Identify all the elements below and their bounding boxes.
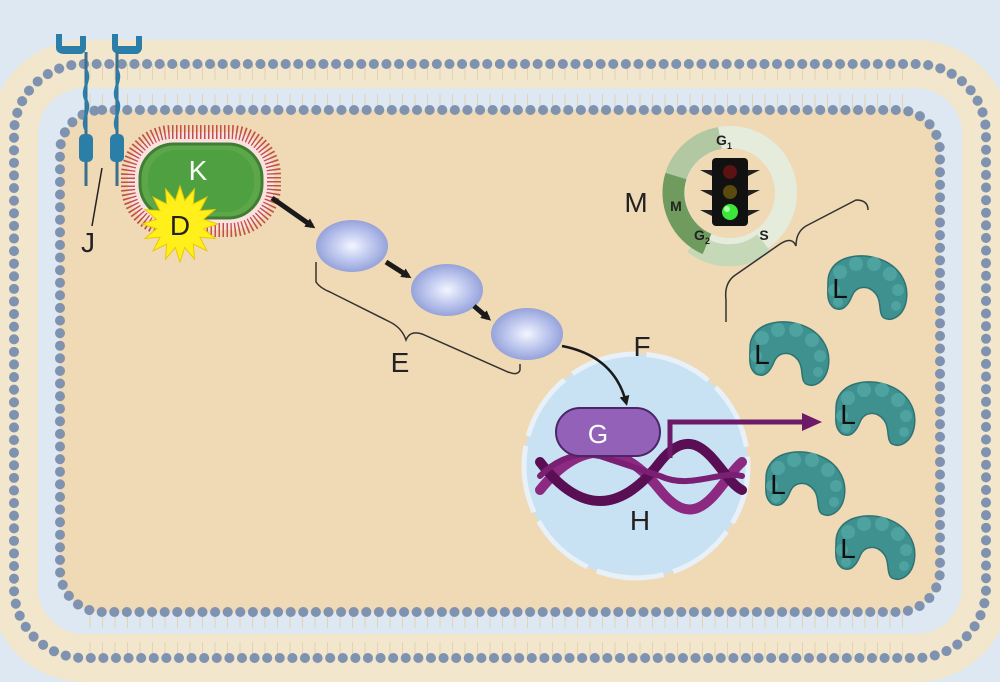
starburst-icon (140, 184, 220, 264)
protein-label: L (832, 273, 848, 304)
g2-label: G2 (694, 227, 710, 246)
import-arrow (561, 344, 630, 406)
vesicle-2 (411, 264, 483, 316)
label-f: F (633, 331, 650, 362)
protein-icon: L (749, 321, 830, 386)
transcription-factor-g (555, 407, 661, 457)
vesicle-1 (316, 220, 388, 272)
bracket-e (315, 262, 521, 375)
protein-icon: L (827, 255, 908, 320)
protein-label: L (840, 533, 856, 564)
protein-icon: L (765, 451, 846, 516)
label-d: D (170, 210, 190, 241)
expression-arrow (667, 413, 822, 458)
m-segment (662, 172, 712, 255)
receptor-icon (56, 34, 142, 186)
bracket-l (724, 199, 869, 322)
vesicle-pathway (270, 195, 563, 375)
g1-label: G1 (716, 132, 732, 151)
vesicle-3 (491, 308, 563, 360)
protein-label: L (840, 399, 856, 430)
label-j: J (81, 227, 95, 258)
protein-list: L L L L L (749, 255, 916, 580)
dna-helix (535, 439, 747, 515)
label-e: E (391, 347, 410, 378)
m-phase-label: M (670, 198, 682, 214)
protein-icon: L (835, 381, 916, 446)
protein-label: L (754, 339, 770, 370)
s-label: S (759, 227, 768, 243)
label-g: G (588, 419, 608, 449)
protein-label: L (770, 469, 786, 500)
protein-icon: L (835, 515, 916, 580)
label-j-leader (91, 167, 103, 227)
label-h: H (630, 505, 650, 536)
traffic-light-icon (700, 158, 760, 226)
cell-cycle-wheel (662, 126, 797, 267)
label-k: K (189, 155, 208, 186)
label-m: M (624, 187, 647, 218)
